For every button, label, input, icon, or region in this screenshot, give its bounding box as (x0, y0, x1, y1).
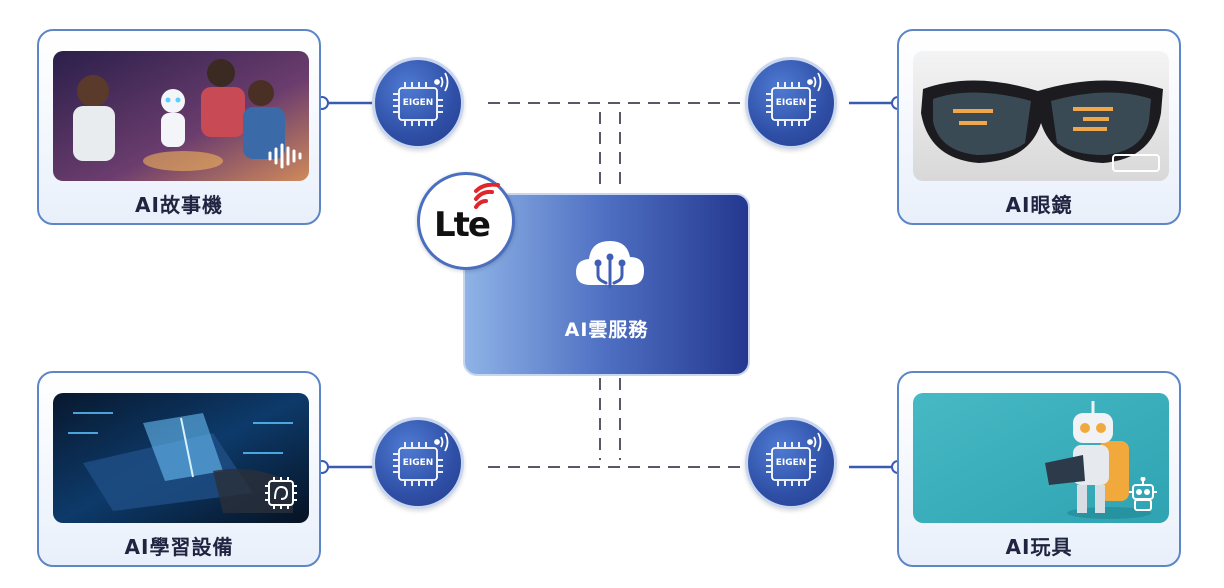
chip-brand-label: EIGEN (402, 98, 434, 108)
eigen-chip-glasses: EIGEN (745, 57, 837, 149)
sound-wave-icon (268, 143, 302, 169)
device-card-story-machine: AI故事機 (37, 29, 321, 225)
device-label-glasses: AI眼鏡 (1005, 193, 1073, 217)
ai-chip-icon (265, 477, 297, 509)
device-label-story-machine: AI故事機 (135, 193, 223, 217)
cloud-network-icon (576, 241, 644, 289)
lte-logo-text: Lte (434, 205, 491, 245)
eigen-chip-story-machine: EIGEN (372, 57, 464, 149)
toy-photo (913, 393, 1169, 523)
device-label-toy: AI玩具 (1005, 535, 1073, 559)
device-card-learning-device: AI學習設備 (37, 371, 321, 567)
lte-badge: Lte (417, 172, 515, 270)
robot-icon (1129, 477, 1157, 511)
chip-brand-label: EIGEN (775, 458, 807, 468)
wireless-chip-icon (766, 72, 822, 126)
chip-brand-label: EIGEN (775, 98, 807, 108)
learning-device-photo (53, 393, 309, 523)
device-card-toy: AI玩具 (897, 371, 1181, 567)
wireless-chip-icon (766, 432, 822, 486)
eigen-chip-toy: EIGEN (745, 417, 837, 509)
signal-waves-icon (474, 183, 500, 209)
glasses-photo (913, 51, 1169, 181)
eigen-chip-learning-device: EIGEN (372, 417, 464, 509)
wireless-chip-icon (393, 72, 449, 126)
wireless-chip-icon (393, 432, 449, 486)
device-label-learning-device: AI學習設備 (124, 535, 234, 559)
story-machine-photo (53, 51, 309, 181)
cloud-service-label: AI雲服務 (564, 319, 649, 341)
device-card-glasses: AI眼鏡 (897, 29, 1181, 225)
chip-brand-label: EIGEN (402, 458, 434, 468)
